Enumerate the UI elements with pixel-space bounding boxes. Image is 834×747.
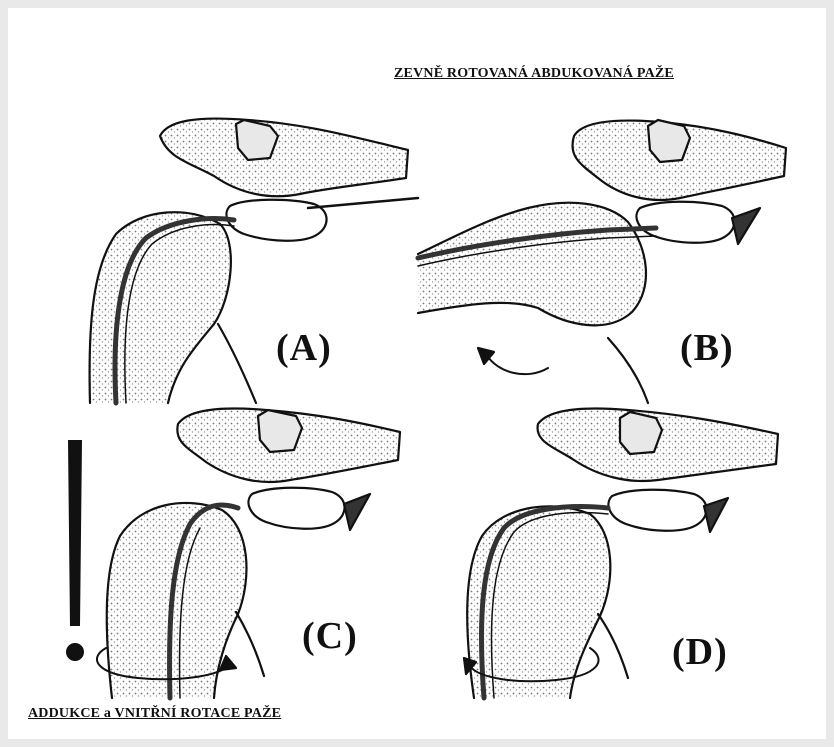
panel-a-coracoid [226,200,326,241]
panel-d-coracoid [608,490,706,531]
panel-b-rotation-arrow [486,354,548,374]
panel-a-humerus [90,212,231,403]
panel-label-b: (B) [680,326,734,370]
figure-frame: ZEVNĚ ROTOVANÁ ABDUKOVANÁ PAŽE ADDUKCE a… [8,8,826,739]
panel-a-drawing [90,119,418,403]
warning-exclamation-icon [66,440,84,661]
caption-external-rotation: ZEVNĚ ROTOVANÁ ABDUKOVANÁ PAŽE [394,66,674,82]
panel-b-humerus [418,203,646,326]
caption-adduction-internal-rotation: ADDUKCE a VNITŘNÍ ROTACE PAŽE [28,706,281,722]
panel-label-a: (A) [276,326,332,370]
panel-b-clavicle-joint [648,120,690,162]
panel-c-clavicle-joint [258,410,302,452]
panel-label-c: (C) [302,614,358,658]
panel-a-acromion [160,119,408,197]
panel-c-coracoid [248,488,344,529]
panel-d-drawing [464,409,778,698]
panel-d-humerus [467,506,610,698]
panel-label-d: (D) [672,630,728,674]
panel-d-clavicle-joint [620,412,662,454]
